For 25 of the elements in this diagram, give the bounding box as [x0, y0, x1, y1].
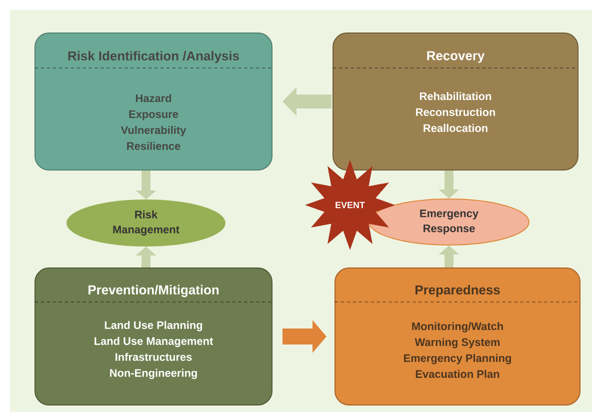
node-label: Hazard	[136, 94, 172, 102]
node-label: Evacuation Plan	[416, 370, 500, 378]
stage-box	[34, 32, 272, 170]
node-label: Non-Engineering	[110, 368, 197, 380]
box-heading: Recovery	[427, 51, 485, 63]
node-label: Monitoring/Watch	[412, 322, 503, 332]
item-list: Land Use Planning Land Use Management Infrastructures Non-Engineering	[94, 320, 214, 380]
box-heading: Prevention/Mitigation	[88, 284, 219, 298]
node-label: Warning System	[414, 338, 500, 348]
event-starburst: EVENT	[305, 160, 395, 250]
node-label: Exposure	[129, 110, 178, 120]
node-label: Resilience	[127, 142, 180, 150]
box-heading: Risk Identification /Analysis	[68, 50, 239, 64]
box-heading: Preparedness	[416, 284, 500, 298]
node-label: Land Use Planning	[104, 320, 202, 332]
node-label: Land Use Management	[94, 336, 214, 348]
item-list: Hazard Exposure Vulnerability Resilience	[120, 94, 186, 150]
node-label: Emergency Planning	[404, 354, 511, 364]
node-label: Infrastructures	[116, 352, 192, 361]
stage-box	[34, 268, 272, 406]
stage-box	[334, 268, 580, 406]
node-label: Vulnerability	[120, 126, 186, 136]
item-list: Monitoring/Watch Warning System Emergency Planning Evacuation Plan	[404, 322, 511, 378]
stage-box	[332, 32, 578, 170]
item-list: Rehabilitation Reconstruction Reallocation	[416, 92, 495, 132]
